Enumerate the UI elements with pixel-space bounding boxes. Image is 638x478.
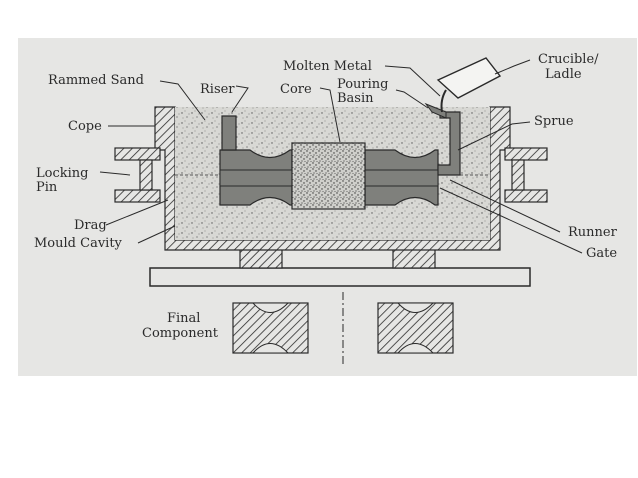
drag-foot-right: [392, 247, 436, 269]
label-crucible-line1: Crucible/: [538, 52, 599, 67]
final-component-hole-right: [396, 302, 435, 354]
label-locking-pin-line1: Locking: [36, 166, 88, 181]
label-rammed-sand: Rammed Sand: [48, 73, 144, 88]
base-plate: [149, 267, 531, 287]
label-sprue: Sprue: [534, 114, 574, 129]
label-runner: Runner: [568, 225, 618, 240]
label-core: Core: [280, 82, 312, 97]
label-drag: Drag: [74, 218, 107, 233]
label-riser: Riser: [200, 82, 235, 97]
pouring-basin: [424, 102, 447, 119]
label-crucible-line2: Ladle: [545, 67, 582, 82]
label-molten-metal: Molten Metal: [283, 59, 372, 74]
drag-foot-left: [239, 247, 283, 269]
molten-metal-stream: [440, 89, 447, 113]
label-mould-cavity: Mould Cavity: [34, 236, 123, 251]
locking-pin-left: [139, 159, 153, 191]
label-pouring-basin-line1: Pouring: [337, 77, 389, 92]
leader-lines: [99, 59, 583, 254]
locking-pin-right: [511, 159, 525, 191]
label-final-component-line2: Component: [142, 326, 219, 341]
label-gate: Gate: [586, 246, 617, 261]
label-locking-pin-line2: Pin: [36, 180, 58, 195]
label-cope: Cope: [68, 119, 102, 134]
locking-bracket-left-top: [114, 147, 161, 161]
label-pouring-basin-line2: Basin: [337, 91, 374, 106]
final-component-hole-left: [251, 302, 290, 354]
locking-bracket-left-bottom: [114, 189, 161, 203]
core: [291, 142, 366, 210]
crucible-ladle: [436, 57, 502, 99]
sprue: [437, 111, 461, 176]
label-final-component-line1: Final: [167, 311, 200, 326]
locking-bracket-right-bottom: [504, 189, 548, 203]
locking-bracket-right-top: [504, 147, 548, 161]
riser: [221, 115, 237, 151]
